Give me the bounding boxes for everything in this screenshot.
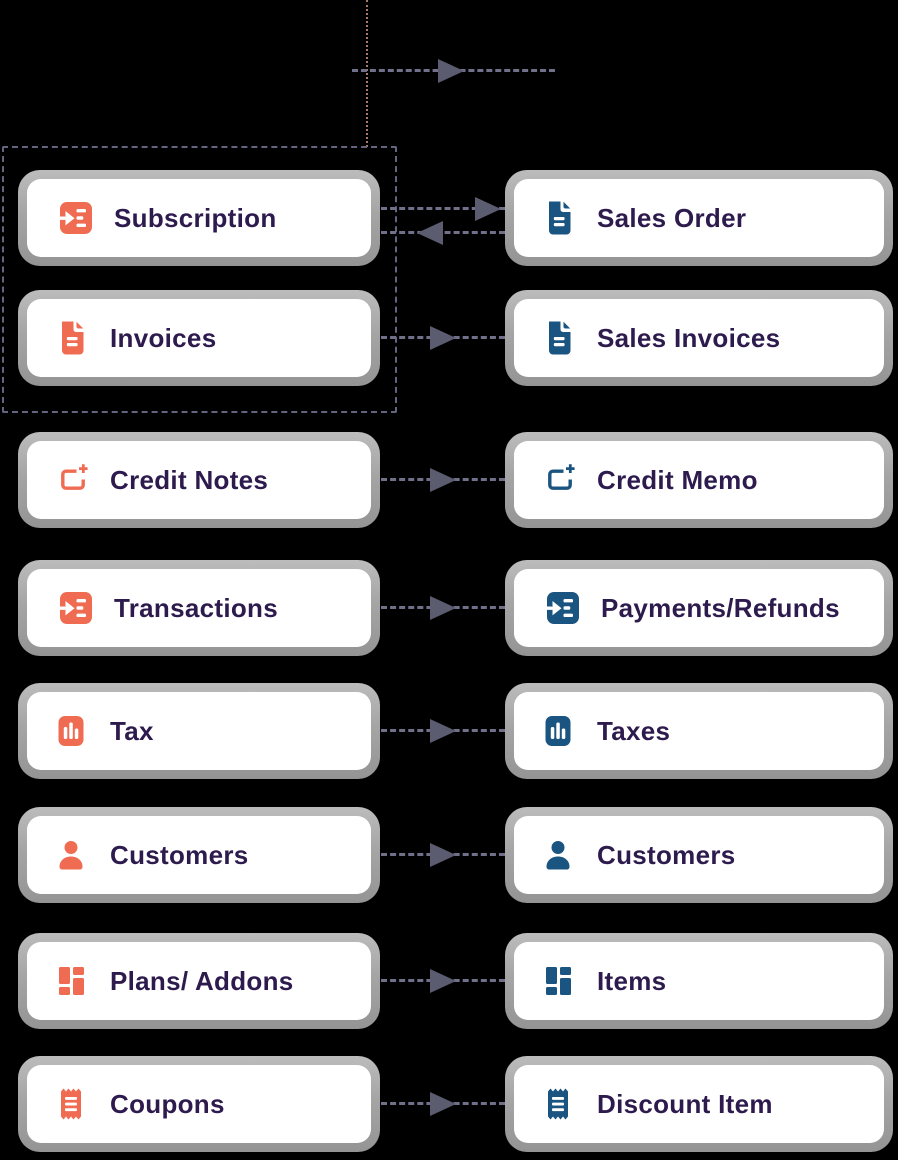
card-label: Coupons bbox=[110, 1088, 225, 1119]
card-right-credit-memo: Credit Memo bbox=[505, 432, 893, 528]
credit-note-icon bbox=[540, 462, 576, 498]
card-surface: Items bbox=[514, 942, 884, 1020]
card-label: Plans/ Addons bbox=[110, 965, 294, 996]
flow-arrow-row-7 bbox=[381, 1092, 505, 1116]
card-surface: Tax bbox=[27, 692, 371, 770]
card-label: Sales Invoices bbox=[597, 322, 781, 353]
coupon-icon bbox=[540, 1086, 576, 1122]
card-label: Credit Memo bbox=[597, 464, 758, 495]
dashed-line bbox=[381, 207, 505, 210]
arrowhead-right-icon bbox=[430, 468, 456, 492]
card-surface: Discount Item bbox=[514, 1065, 884, 1143]
card-left-tax: Tax bbox=[18, 683, 380, 779]
subscription-icon bbox=[53, 200, 93, 236]
card-surface: Invoices bbox=[27, 299, 371, 377]
card-left-subscription: Subscription bbox=[18, 170, 380, 266]
card-left-plans-addons: Plans/ Addons bbox=[18, 933, 380, 1029]
flow-arrow-row-5 bbox=[381, 843, 505, 867]
card-right-discount-item: Discount Item bbox=[505, 1056, 893, 1152]
flow-arrow-row-3 bbox=[381, 596, 505, 620]
card-label: Customers bbox=[110, 839, 249, 870]
transaction-icon bbox=[53, 590, 93, 626]
card-left-customers: Customers bbox=[18, 807, 380, 903]
dashed-line bbox=[381, 231, 505, 234]
card-left-credit-notes: Credit Notes bbox=[18, 432, 380, 528]
card-label: Subscription bbox=[114, 202, 277, 233]
arrowhead-right-icon bbox=[438, 59, 464, 83]
card-label: Tax bbox=[110, 715, 154, 746]
flow-arrow-row-6 bbox=[381, 969, 505, 993]
grid-icon bbox=[53, 963, 89, 999]
card-right-sales-order: Sales Order bbox=[505, 170, 893, 266]
bar-chart-icon bbox=[540, 713, 576, 749]
document-icon bbox=[540, 200, 576, 236]
card-label: Invoices bbox=[110, 322, 217, 353]
card-surface: Sales Order bbox=[514, 179, 884, 257]
flow-arrow-row-1 bbox=[381, 326, 505, 350]
document-icon bbox=[540, 320, 576, 356]
card-left-invoices: Invoices bbox=[18, 290, 380, 386]
arrowhead-right-icon bbox=[430, 326, 456, 350]
card-surface: Transactions bbox=[27, 569, 371, 647]
document-icon bbox=[53, 320, 89, 356]
arrowhead-right-icon bbox=[430, 1092, 456, 1116]
transaction-icon bbox=[540, 590, 580, 626]
arrowhead-right-icon bbox=[475, 197, 501, 221]
arrowhead-right-icon bbox=[430, 969, 456, 993]
card-label: Discount Item bbox=[597, 1088, 773, 1119]
customer-icon bbox=[53, 837, 89, 873]
card-surface: Customers bbox=[514, 816, 884, 894]
coupon-icon bbox=[53, 1086, 89, 1122]
flow-arrow-row-2 bbox=[381, 468, 505, 492]
customer-icon bbox=[540, 837, 576, 873]
card-label: Sales Order bbox=[597, 202, 747, 233]
card-surface: Credit Notes bbox=[27, 441, 371, 519]
card-right-payments-refunds: Payments/Refunds bbox=[505, 560, 893, 656]
card-right-taxes: Taxes bbox=[505, 683, 893, 779]
card-right-items: Items bbox=[505, 933, 893, 1029]
vertical-dotted-guide bbox=[366, 0, 368, 147]
card-label: Items bbox=[597, 965, 667, 996]
card-surface: Coupons bbox=[27, 1065, 371, 1143]
credit-note-icon bbox=[53, 462, 89, 498]
flow-arrow-row-0-left bbox=[381, 221, 505, 245]
card-surface: Credit Memo bbox=[514, 441, 884, 519]
subscription-invoices-group-box bbox=[2, 146, 397, 413]
card-label: Payments/Refunds bbox=[601, 592, 840, 623]
card-left-coupons: Coupons bbox=[18, 1056, 380, 1152]
card-surface: Plans/ Addons bbox=[27, 942, 371, 1020]
flow-arrow-row-4 bbox=[381, 719, 505, 743]
card-right-sales-invoices: Sales Invoices bbox=[505, 290, 893, 386]
card-label: Transactions bbox=[114, 592, 278, 623]
arrowhead-right-icon bbox=[430, 596, 456, 620]
flow-arrow-row-0-right bbox=[381, 197, 505, 221]
card-surface: Subscription bbox=[27, 179, 371, 257]
bar-chart-icon bbox=[53, 713, 89, 749]
arrowhead-right-icon bbox=[430, 843, 456, 867]
card-surface: Payments/Refunds bbox=[514, 569, 884, 647]
card-label: Credit Notes bbox=[110, 464, 269, 495]
arrowhead-left-icon bbox=[417, 221, 443, 245]
card-left-transactions: Transactions bbox=[18, 560, 380, 656]
card-right-customers: Customers bbox=[505, 807, 893, 903]
card-surface: Sales Invoices bbox=[514, 299, 884, 377]
arrowhead-right-icon bbox=[430, 719, 456, 743]
grid-icon bbox=[540, 963, 576, 999]
card-label: Customers bbox=[597, 839, 736, 870]
card-surface: Customers bbox=[27, 816, 371, 894]
top-flow-arrow bbox=[352, 59, 555, 83]
card-label: Taxes bbox=[597, 715, 671, 746]
card-surface: Taxes bbox=[514, 692, 884, 770]
